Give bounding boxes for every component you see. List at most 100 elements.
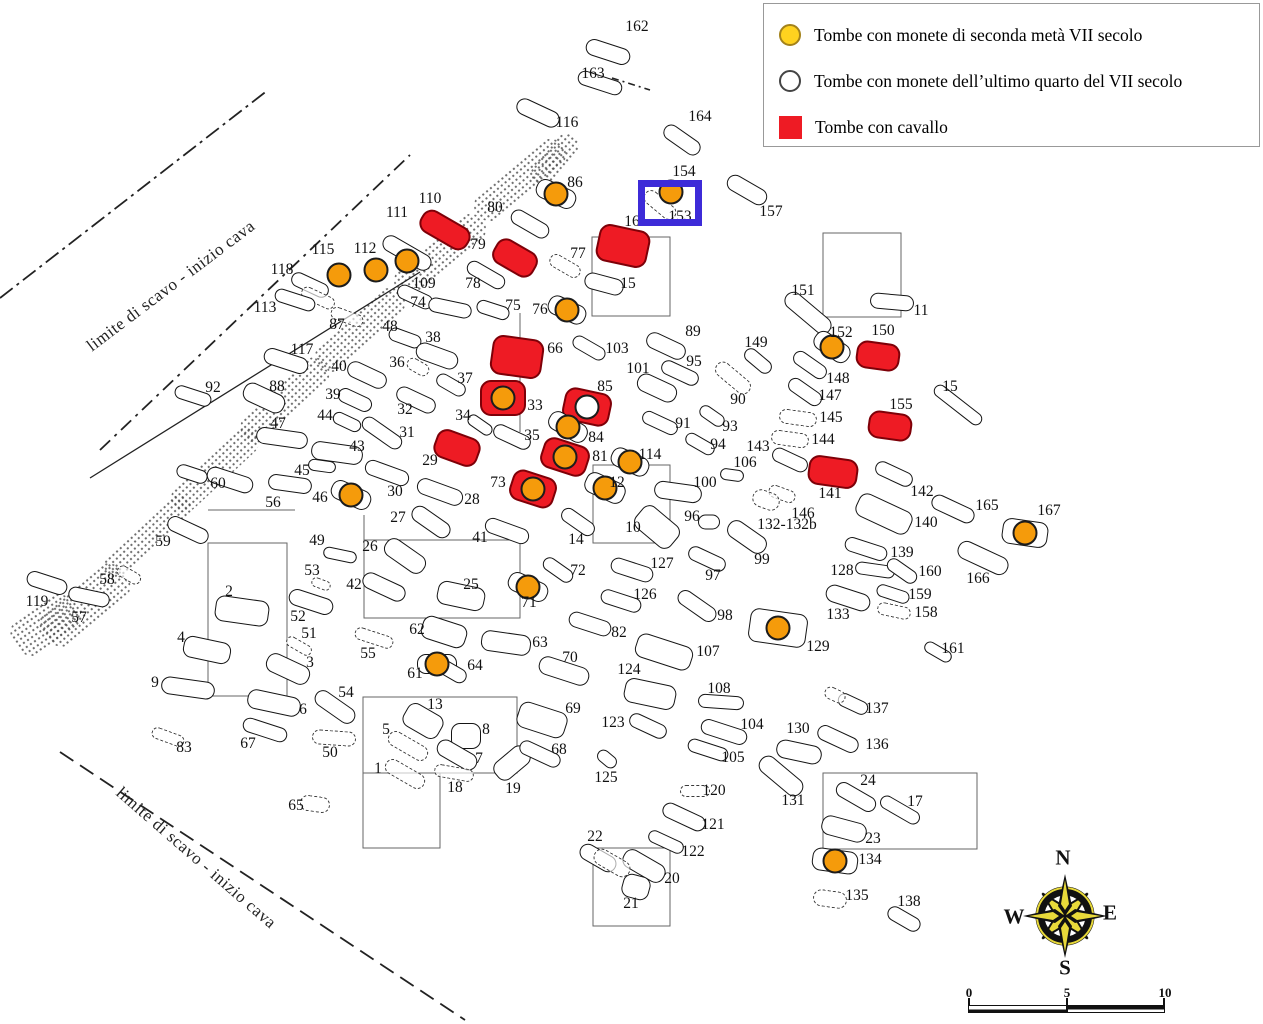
legend-label: Tombe con monete dell’ultimo quarto del …	[814, 70, 1183, 91]
tomb-label: 167	[1037, 502, 1061, 519]
tomb-label: 120	[702, 782, 726, 799]
tomb-label: 159	[908, 586, 932, 603]
yellow-circle-swatch	[779, 24, 801, 46]
tomb-label: 42	[346, 576, 362, 593]
tomb-label: 101	[626, 360, 650, 377]
tomb-label: 5	[382, 721, 390, 738]
tomb-label: 103	[605, 340, 629, 357]
tomb-label: 106	[733, 454, 757, 471]
tomb-label: 39	[325, 386, 341, 403]
tomb-label: 119	[25, 593, 49, 610]
coin-dot	[819, 334, 845, 360]
tomb-label: 33	[527, 397, 543, 414]
tomb-label: 65	[288, 797, 304, 814]
tomb-label: 70	[562, 649, 578, 666]
tomb-label: 89	[685, 323, 701, 340]
tomb-label: 15	[620, 275, 636, 292]
tomb-label: 30	[387, 483, 403, 500]
coin-dot	[1012, 520, 1038, 546]
tomb-label: 40	[331, 358, 347, 375]
tomb-label: 104	[740, 716, 764, 733]
tomb-label: 57	[71, 609, 87, 626]
tomb-label: 16	[624, 213, 640, 230]
tomb-label: 37	[457, 370, 473, 387]
tomb-label: 38	[425, 329, 441, 346]
tomb-label: 67	[240, 735, 256, 752]
tomb-label: 98	[717, 607, 733, 624]
tomb-label: 55	[360, 645, 376, 662]
tomb-label: 35	[524, 427, 540, 444]
tomb-label: 117	[290, 341, 314, 358]
tomb-label: 118	[270, 261, 294, 278]
tomb-label: 25	[463, 576, 479, 593]
tomb-label: 143	[746, 438, 770, 455]
tomb-label: 158	[914, 604, 938, 621]
tomb-label: 90	[730, 391, 746, 408]
tomb-label: 62	[409, 621, 425, 638]
tomb-label: 94	[710, 436, 726, 453]
tomb-label: 68	[551, 741, 567, 758]
tomb-label: 166	[966, 570, 990, 587]
compass-w-label: W	[1003, 904, 1025, 929]
coin-dot	[520, 476, 546, 502]
tomb-label: 85	[597, 378, 613, 395]
tomb-label: 46	[312, 489, 328, 506]
tomb-label: 130	[786, 720, 810, 737]
tomb-label: 48	[382, 318, 398, 335]
coin-dot	[552, 444, 578, 470]
tomb-label: 24	[860, 772, 876, 789]
tomb-label: 77	[570, 245, 586, 262]
tomb-label: 20	[664, 870, 680, 887]
tomb-label: 122	[681, 843, 705, 860]
tomb-label: 93	[722, 418, 738, 435]
tomb-label: 4	[177, 629, 185, 646]
tomb-label: 113	[253, 299, 277, 316]
tomb-label: 13	[427, 696, 443, 713]
tomb-label: 17	[907, 793, 923, 810]
tomb-label: 107	[696, 643, 720, 660]
tomb-label: 32	[397, 401, 413, 418]
tomb-label: 61	[407, 665, 423, 682]
tomb-label: 72	[570, 562, 586, 579]
tomb-label: 137	[865, 700, 889, 717]
tomb-label: 73	[490, 474, 506, 491]
tomb-label: 165	[975, 497, 999, 514]
red-square-swatch	[779, 116, 802, 139]
legend: Tombe con monete di seconda metà VII sec…	[763, 3, 1260, 147]
tomb-label: 75	[505, 297, 521, 314]
coin-dot	[617, 449, 643, 475]
tomb-label: 41	[472, 529, 488, 546]
tomb-label: 66	[547, 340, 563, 357]
tomb-label: 84	[588, 429, 604, 446]
coin-dot	[394, 248, 420, 274]
tomb-label: 88	[269, 378, 285, 395]
tomb-label: 87	[329, 316, 345, 333]
tomb-label: 23	[865, 830, 881, 847]
tomb-label: 126	[633, 586, 657, 603]
tomb-label: 63	[532, 634, 548, 651]
tomb-label: 135	[845, 887, 869, 904]
tomb-label: 19	[505, 780, 521, 797]
tomb-label: 109	[412, 275, 436, 292]
tomb-label: 105	[721, 749, 745, 766]
tomb-shape	[488, 333, 546, 381]
tomb-label: 129	[806, 638, 830, 655]
tomb-label: 58	[99, 571, 115, 588]
tomb-label: 92	[205, 379, 221, 396]
tomb-label: 6	[299, 701, 307, 718]
tomb-label: 79	[470, 236, 486, 253]
compass-n-label: N	[1055, 845, 1071, 870]
tomb-label: 36	[389, 354, 405, 371]
scale-tick	[968, 998, 970, 1005]
tomb-label: 152	[829, 324, 853, 341]
tomb-label: 26	[362, 538, 378, 555]
tomb-label: 95	[686, 353, 702, 370]
coin-dot	[555, 414, 581, 440]
tomb-label: 83	[176, 739, 192, 756]
compass-e-label: E	[1102, 900, 1118, 925]
coin-dot	[515, 574, 541, 600]
tomb-label: 81	[592, 448, 608, 465]
white-circle-swatch	[779, 70, 801, 92]
legend-row: Tombe con cavallo	[779, 116, 948, 139]
